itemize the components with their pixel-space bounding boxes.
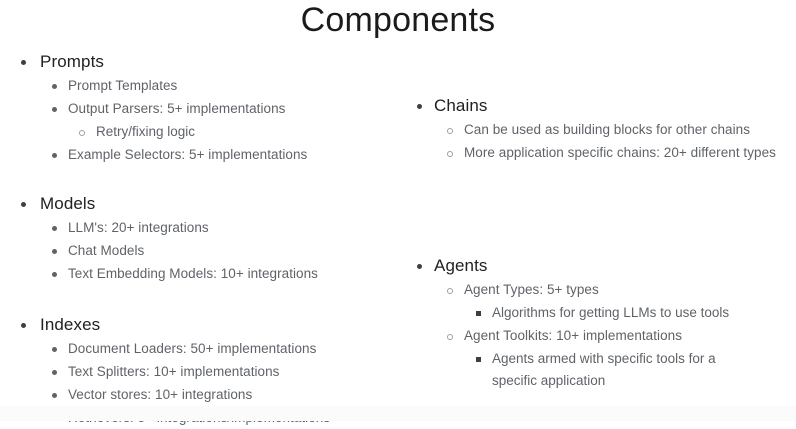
bullet-filled-dot-icon [52, 393, 57, 398]
list-item: Prompt Templates [8, 75, 398, 97]
list-item: Agent Types: 5+ types [410, 279, 796, 301]
list-item: LLM's: 20+ integrations [8, 217, 398, 239]
list-item: Algorithms for getting LLMs to use tools [410, 302, 796, 324]
list-item: Agent Toolkits: 10+ implementations [410, 325, 796, 347]
bullet-filled-dot-icon [52, 272, 57, 277]
bullet-open-circle-icon [447, 128, 453, 134]
bullet-open-circle-icon [447, 288, 453, 294]
bullet-filled-dot-icon [52, 226, 57, 231]
list-item: Text Splitters: 10+ implementations [8, 361, 398, 383]
list-item: Vector stores: 10+ integrations [8, 384, 398, 406]
list-item: Chat Models [8, 240, 398, 262]
bullet-filled-dot-icon [21, 60, 26, 65]
bullet-open-circle-icon [447, 334, 453, 340]
list-item: Example Selectors: 5+ implementations [8, 144, 398, 166]
list-item: Can be used as building blocks for other… [410, 119, 796, 141]
section-heading-prompts: Prompts [8, 50, 398, 74]
bullet-open-circle-icon [79, 130, 85, 136]
bullet-filled-dot-icon [52, 84, 57, 89]
bullet-filled-dot-icon [21, 202, 26, 207]
list-item: Output Parsers: 5+ implementations [8, 98, 398, 120]
section-agents: Agents Agent Types: 5+ types Algorithms … [410, 254, 796, 392]
bullet-filled-dot-icon [417, 104, 422, 109]
list-item: More application specific chains: 20+ di… [410, 142, 796, 164]
bullet-filled-dot-icon [52, 370, 57, 375]
list-item: Retry/fixing logic [8, 121, 398, 143]
bullet-filled-dot-icon [52, 107, 57, 112]
section-heading-agents: Agents [410, 254, 796, 278]
bullet-filled-dot-icon [21, 323, 26, 328]
slide-bottom-band [0, 406, 796, 421]
section-models: Models LLM's: 20+ integrations Chat Mode… [8, 192, 398, 285]
page-title: Components [300, 1, 496, 39]
right-content-column: Chains Can be used as building blocks fo… [410, 94, 796, 392]
list-item: Text Embedding Models: 10+ integrations [8, 263, 398, 285]
bullet-filled-dot-icon [417, 264, 422, 269]
section-chains: Chains Can be used as building blocks fo… [410, 94, 796, 164]
bullet-filled-dot-icon [52, 249, 57, 254]
left-content-column: Prompts Prompt Templates Output Parsers:… [8, 50, 398, 429]
bullet-filled-square-icon [476, 357, 481, 362]
bullet-filled-dot-icon [52, 153, 57, 158]
list-item: Agents armed with specific tools for a s… [410, 348, 796, 392]
section-heading-models: Models [8, 192, 398, 216]
section-heading-indexes: Indexes [8, 313, 398, 337]
section-prompts: Prompts Prompt Templates Output Parsers:… [8, 50, 398, 166]
section-heading-chains: Chains [410, 94, 796, 118]
list-item: Document Loaders: 50+ implementations [8, 338, 398, 360]
bullet-filled-dot-icon [52, 347, 57, 352]
bullet-open-circle-icon [447, 151, 453, 157]
bullet-filled-square-icon [476, 311, 481, 316]
